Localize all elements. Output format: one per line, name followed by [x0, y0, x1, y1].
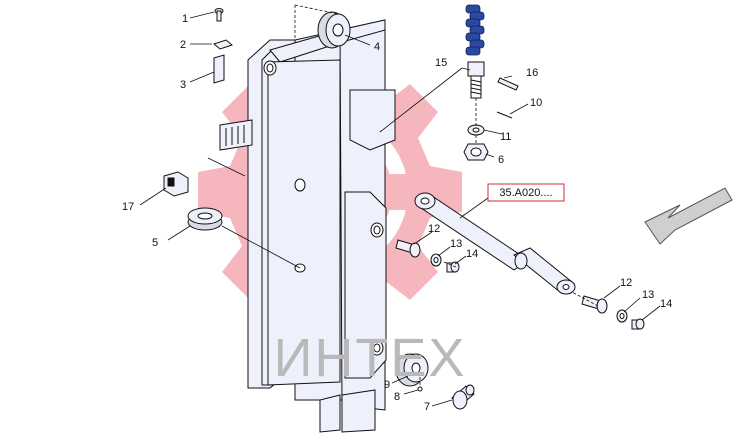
callout-2[interactable]: 2 — [180, 39, 186, 51]
chain-anchor-bolt-15 — [467, 61, 485, 99]
washer-part-11 — [467, 124, 485, 136]
callout-6[interactable]: 6 — [498, 154, 504, 166]
reference-box[interactable] — [487, 183, 565, 202]
washer-part-13-right — [616, 309, 628, 323]
reference-box-label[interactable]: 35.A020.... — [499, 187, 552, 199]
pin-part-16 — [497, 77, 519, 91]
nut-part-6 — [463, 143, 489, 161]
callout-15[interactable]: 15 — [435, 57, 447, 69]
callout-14-right[interactable]: 14 — [660, 298, 672, 310]
callout-10[interactable]: 10 — [530, 97, 542, 109]
chain-part — [465, 4, 485, 56]
callout-13-left[interactable]: 13 — [450, 238, 462, 250]
watermark-text: ИНТЕХ — [274, 328, 467, 388]
callout-11[interactable]: 11 — [500, 131, 511, 143]
callout-8[interactable]: 8 — [394, 391, 400, 403]
bolt-part-14-left — [446, 261, 460, 273]
callout-1[interactable]: 1 — [182, 13, 188, 25]
ball-part-8 — [417, 386, 423, 392]
plate-part-3 — [213, 54, 225, 84]
callout-numbers: 1 2 3 4 5 17 15 16 10 11 6 12 13 14 12 1… — [122, 13, 672, 413]
callout-9[interactable]: 9 — [384, 379, 390, 391]
bolt-part-14-right — [631, 318, 645, 330]
spacer-part-2 — [212, 39, 234, 50]
callout-12-right[interactable]: 12 — [620, 277, 632, 289]
tilt-cylinder — [414, 192, 576, 295]
direction-arrow-icon — [644, 187, 733, 245]
roller-part-4 — [317, 11, 351, 49]
split-pin-part-10 — [496, 111, 513, 119]
pin-part-12-right — [581, 295, 608, 314]
washer-part-13-left — [430, 253, 442, 267]
callout-14-left[interactable]: 14 — [466, 248, 478, 260]
bushing-part-5 — [187, 207, 223, 231]
shaft-part-7 — [451, 384, 475, 410]
clamp-part-17 — [163, 171, 189, 197]
callout-7[interactable]: 7 — [424, 401, 430, 413]
callout-5[interactable]: 5 — [152, 237, 158, 249]
side-bracket — [219, 119, 253, 151]
bolt-part-1 — [214, 8, 224, 22]
assembly-lines — [294, 4, 599, 387]
callout-3[interactable]: 3 — [180, 79, 186, 91]
callout-13-right[interactable]: 13 — [642, 289, 654, 301]
callout-17[interactable]: 17 — [122, 201, 134, 213]
callout-4[interactable]: 4 — [374, 41, 380, 53]
mast-frame — [247, 19, 396, 433]
leader-lines — [139, 11, 661, 407]
roller-part-9 — [395, 353, 429, 387]
callout-12-left[interactable]: 12 — [428, 223, 440, 235]
callout-16[interactable]: 16 — [526, 67, 538, 79]
